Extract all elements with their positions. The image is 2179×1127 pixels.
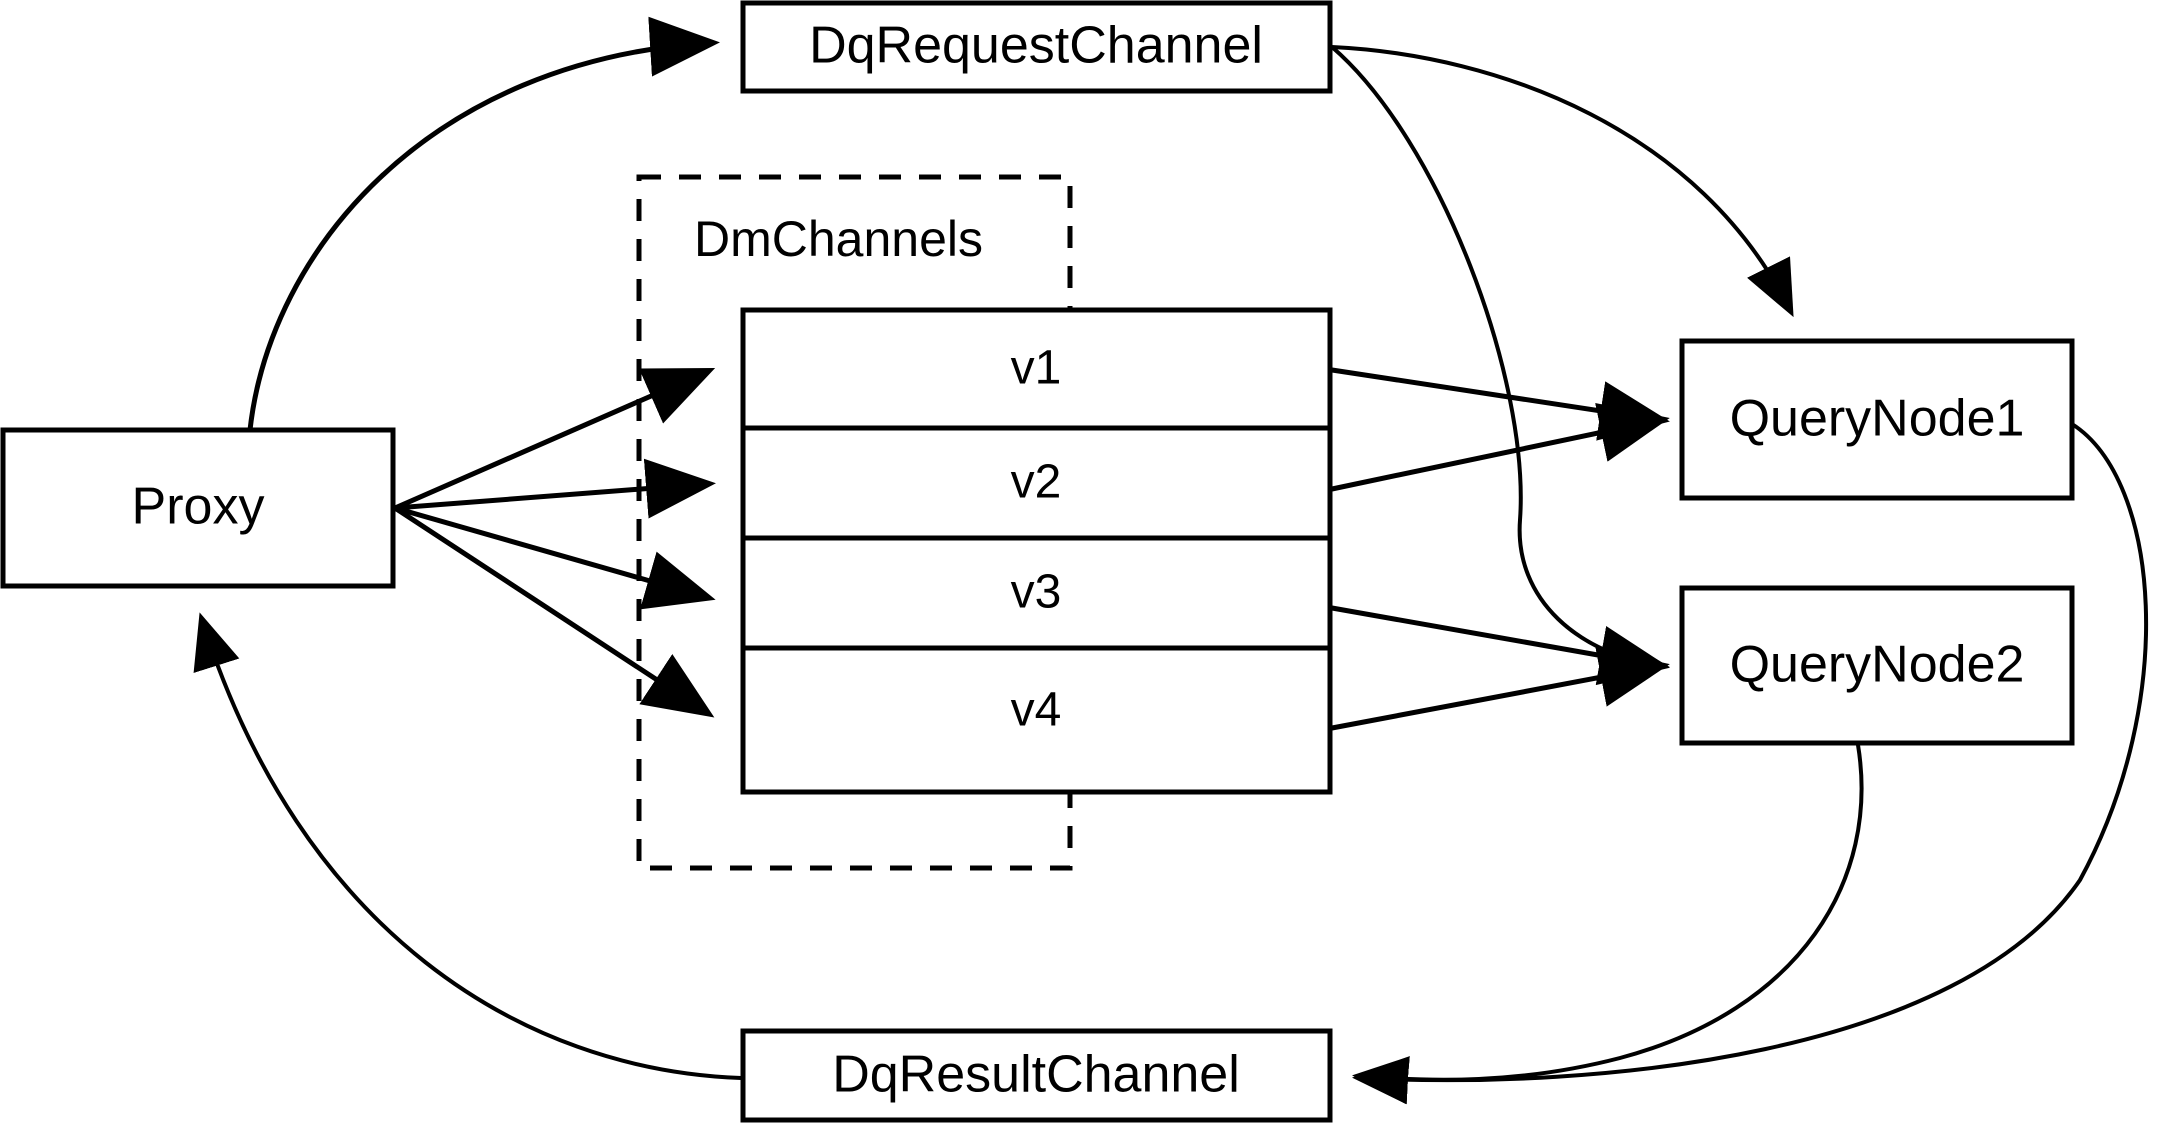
dm-channels-group-label: DmChannels [694, 211, 983, 267]
node-proxy[interactable]: Proxy [0, 427, 396, 589]
channel-row-v2-label[interactable]: v2 [1011, 456, 1062, 509]
edge-proxy-to-v1 [393, 367, 716, 511]
edge-proxy-to-v2 [394, 458, 716, 519]
edge-query-node-2-to-dq-result-channel [1352, 744, 1864, 1105]
channel-row-v3-label[interactable]: v3 [1011, 566, 1062, 619]
edge-dq-result-channel-to-proxy [193, 612, 742, 1080]
node-query-node-1[interactable]: QueryNode1 [1679, 338, 2075, 501]
query-node-1-box[interactable] [1679, 338, 2075, 501]
edge-proxy-to-v4 [393, 505, 715, 718]
edge-dq-request-channel-to-query-node-1 [1331, 45, 1794, 318]
dq-request-channel-box[interactable] [740, 0, 1333, 94]
proxy-label: Proxy [132, 478, 265, 536]
node-dq-request-channel[interactable]: DqRequestChannel [740, 0, 1333, 94]
edge-v4-to-query-node-2 [1331, 647, 1670, 731]
edge-dq-request-channel-to-query-node-2 [1330, 45, 1670, 684]
dq-result-channel-box[interactable] [740, 1028, 1333, 1123]
dm-channel-table-box [740, 307, 1333, 795]
edge-v2-to-query-node-1 [1331, 402, 1670, 492]
edge-proxy-to-dq-request-channel [247, 16, 720, 431]
edge-query-node-1-to-dq-result-channel [1352, 422, 2149, 1105]
dm-channel-table: v1 v2 v3 v4 [740, 307, 1333, 795]
dq-result-channel-label: DqResultChannel [832, 1046, 1240, 1104]
edge-v1-to-query-node-1 [1331, 367, 1670, 441]
proxy-box[interactable] [0, 427, 396, 589]
query-node-1-label: QueryNode1 [1730, 390, 2025, 448]
query-node-2-label: QueryNode2 [1730, 636, 2025, 694]
node-dq-result-channel[interactable]: DqResultChannel [740, 1028, 1333, 1123]
query-node-2-box[interactable] [1679, 585, 2075, 746]
channel-row-v4-label[interactable]: v4 [1011, 684, 1062, 737]
dq-request-channel-label: DqRequestChannel [809, 17, 1263, 75]
edge-proxy-to-v3 [394, 505, 716, 610]
channel-row-v1-label[interactable]: v1 [1011, 342, 1062, 395]
node-query-node-2[interactable]: QueryNode2 [1679, 585, 2075, 746]
edge-v3-to-query-node-2 [1331, 605, 1670, 686]
